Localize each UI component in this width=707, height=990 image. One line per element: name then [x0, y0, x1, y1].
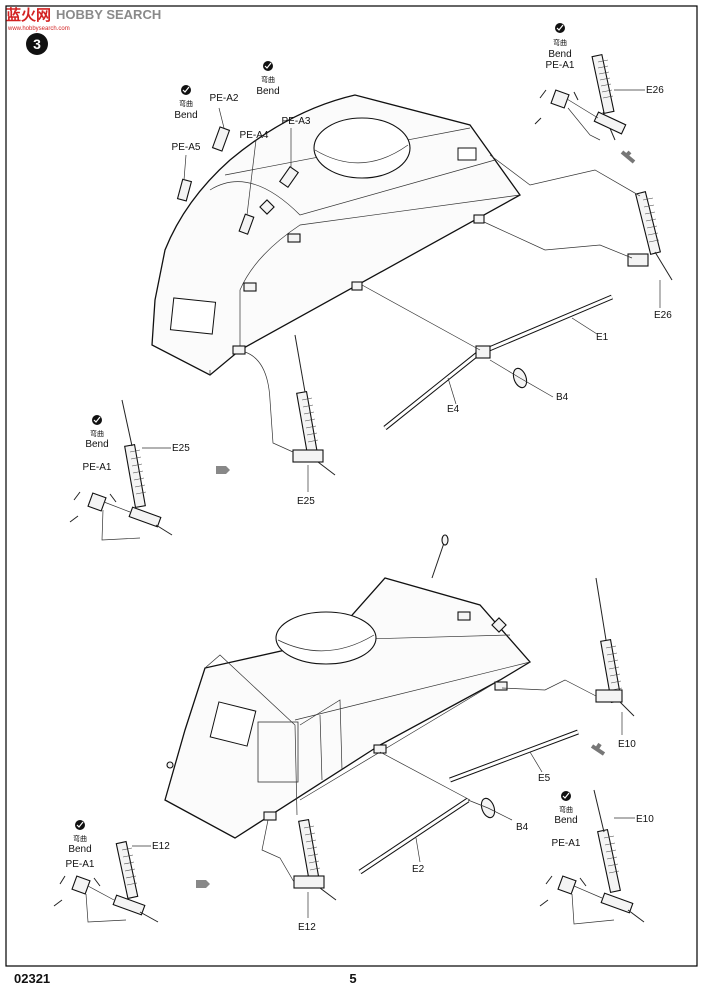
bend-en-hull-right: Bend: [256, 86, 279, 97]
bend-en-top-right: Bend: [548, 49, 571, 60]
label-e25-lower: E25: [297, 496, 315, 507]
label-pe-a5: PE-A5: [172, 142, 201, 153]
rod-assembly-top: E1 E4 B4: [361, 284, 613, 430]
page-frame: [5, 5, 698, 967]
label-e2: E2: [412, 864, 425, 875]
bend-cn-top-right: 弯曲: [553, 38, 567, 47]
step-number: 3: [33, 36, 41, 52]
label-e5: E5: [538, 773, 551, 784]
footer-page-number: 5: [349, 971, 356, 986]
label-b4-bottom: B4: [516, 822, 529, 833]
step-badge: 3: [26, 33, 48, 55]
e25-part-lower: E25: [244, 334, 336, 507]
watermark-logo: 蓝火网 HOBBY SEARCH www.hobbysearch.com: [6, 6, 161, 32]
label-b4-top: B4: [556, 392, 569, 403]
label-pe-a4: PE-A4: [240, 130, 269, 141]
bend-en-left-top: Bend: [85, 439, 108, 450]
label-pe-a2: PE-A2: [210, 93, 239, 104]
bend-cn-left-bottom: 弯曲: [73, 834, 87, 843]
watermark-domain: www.hobbysearch.com: [7, 26, 70, 32]
label-e1: E1: [596, 332, 609, 343]
footer-product-code: 02321: [14, 971, 50, 986]
label-e12-upper: E12: [152, 841, 170, 852]
bend-en-left-bottom: Bend: [68, 844, 91, 855]
label-pe-a3: PE-A3: [282, 116, 311, 127]
label-e10-lower: E10: [636, 814, 654, 825]
e25-detail-left: 弯曲 Bend PE-A1 E25: [69, 399, 230, 541]
e12-detail-left: 弯曲 Bend PE-A1 E12: [53, 820, 210, 923]
top-hull-drawing: [151, 94, 521, 376]
e12-part-lower: E12: [261, 818, 337, 933]
bend-en-right-bottom: Bend: [554, 815, 577, 826]
label-e4: E4: [447, 404, 460, 415]
bend-en-hull-left: Bend: [174, 110, 197, 121]
label-e12-lower: E12: [298, 922, 316, 933]
bend-cn-hull-right: 弯曲: [261, 75, 275, 84]
label-e26-lower: E26: [654, 310, 672, 321]
watermark-en-text: HOBBY SEARCH: [56, 7, 161, 22]
label-pe-a1-right-bottom: PE-A1: [552, 838, 581, 849]
bottom-hull-drawing: [164, 534, 532, 839]
label-e25-upper: E25: [172, 443, 190, 454]
e26-detail-upper: PE-A1 弯曲 Bend E26: [534, 23, 664, 164]
label-e10-upper: E10: [618, 739, 636, 750]
e10-part-upper: E10: [501, 577, 636, 756]
label-pe-a1-top: PE-A1: [546, 60, 575, 71]
label-e26-upper: E26: [646, 85, 664, 96]
bend-cn-left-top: 弯曲: [90, 429, 104, 438]
bend-cn-right-bottom: 弯曲: [559, 805, 573, 814]
watermark-cn-text: 蓝火网: [6, 6, 51, 24]
rod-assembly-bottom: E5 B4 E2: [358, 729, 579, 875]
label-pe-a1-left-bottom: PE-A1: [66, 859, 95, 870]
e26-part-lower: E26: [483, 154, 673, 321]
label-pe-a1-left-top: PE-A1: [83, 462, 112, 473]
e10-detail-right: 弯曲 Bend PE-A1 E10: [539, 789, 654, 925]
bend-cn-hull-left: 弯曲: [179, 99, 193, 108]
top-pe-callouts: 弯曲 Bend 弯曲 Bend PE-A2 PE-A3 PE-A4 PE-A5: [172, 61, 311, 153]
